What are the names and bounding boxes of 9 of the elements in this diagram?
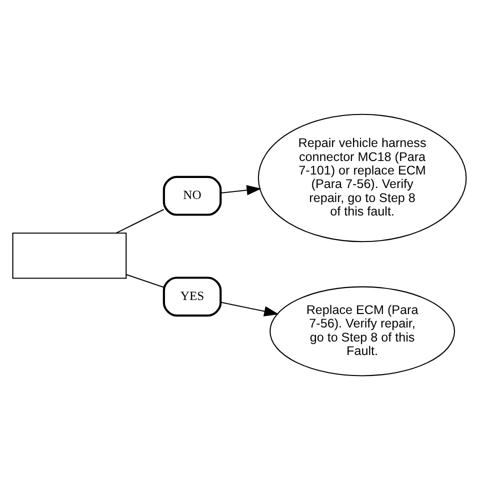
connector: [116, 208, 164, 234]
node-ellipse: Replace ECM (Para 7-56). Verify repair, go to Step 8 of this Fault.: [270, 286, 456, 376]
arrow: [220, 184, 262, 195]
connector: [126, 274, 164, 288]
node-box: NO: [162, 175, 222, 216]
node-box: [12, 232, 127, 278]
node-ellipse: Repair vehicle harness connector MC18 (Para 7-101) or replace ECM (Para 7-56). Verify repair, go to Step 8 of this fault.: [258, 113, 467, 242]
node-box: YES: [162, 276, 222, 316]
arrow: [220, 301, 279, 316]
